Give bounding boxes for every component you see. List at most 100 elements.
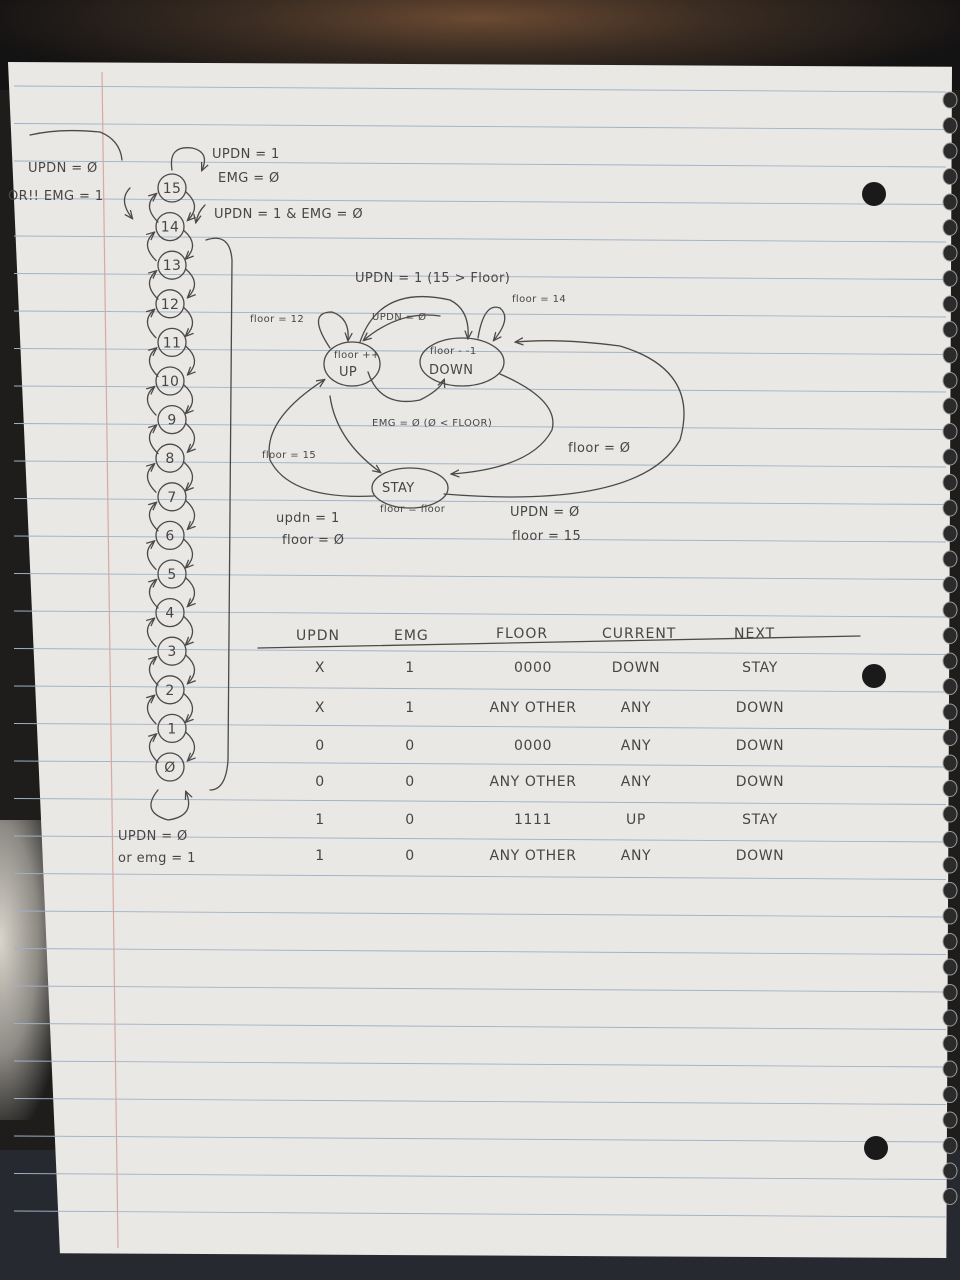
rule-line bbox=[13, 798, 947, 805]
rule-line bbox=[13, 1098, 947, 1105]
note-bottom-emg: or emg = 1 bbox=[118, 851, 196, 866]
floor-up-arrow bbox=[147, 387, 157, 416]
table-header-updn: UPDN bbox=[296, 628, 340, 644]
floor-node-label: 4 bbox=[165, 606, 174, 622]
state-up-label: UP bbox=[339, 365, 357, 380]
floor-up-arrow bbox=[147, 233, 157, 262]
floor-up-arrow bbox=[147, 541, 157, 571]
rule-line bbox=[13, 910, 947, 918]
table-cell: 1 bbox=[405, 700, 415, 716]
table-cell: ANY bbox=[621, 848, 651, 864]
spiral-coil bbox=[942, 984, 958, 1001]
spiral-coil bbox=[942, 142, 958, 160]
floor-up-arrow bbox=[149, 503, 159, 532]
table-cell: 0 bbox=[405, 812, 415, 828]
spiral-coil bbox=[942, 754, 958, 772]
floor-node-label: 13 bbox=[163, 258, 182, 274]
table-cell: ANY bbox=[621, 774, 651, 790]
rule-line bbox=[13, 423, 947, 430]
transition-up-down-bottom bbox=[367, 371, 444, 403]
spiral-coil bbox=[942, 244, 958, 262]
floor-node bbox=[155, 443, 185, 473]
floor-node bbox=[157, 327, 187, 358]
table-cell: DOWN bbox=[736, 700, 785, 716]
transition-up-self-label: floor = 12 bbox=[250, 314, 304, 325]
spiral-coil bbox=[942, 958, 958, 976]
floor-up-arrow bbox=[149, 348, 159, 378]
table-header-rule bbox=[257, 635, 861, 649]
transition-top-label: UPDN = 1 (15 > Floor) bbox=[355, 271, 510, 286]
spiral-coil bbox=[942, 601, 958, 619]
spiral-coil bbox=[942, 550, 958, 568]
rule-line bbox=[13, 1135, 947, 1143]
transition-stay-down-line2: floor = 15 bbox=[512, 529, 581, 544]
floor-node-label: 14 bbox=[161, 220, 180, 236]
spiral-coil bbox=[942, 907, 958, 925]
spiral-coil bbox=[942, 1188, 958, 1205]
table-cell: 0 bbox=[405, 848, 415, 864]
spiral-coil bbox=[942, 1137, 958, 1154]
arrow-15-to-14 bbox=[196, 204, 206, 222]
floor-node bbox=[155, 597, 185, 628]
rule-line bbox=[13, 85, 947, 93]
loop-arrow-zero bbox=[150, 789, 189, 821]
state-up-sublabel: floor ++ bbox=[334, 350, 380, 361]
table-cell: ANY bbox=[621, 700, 651, 716]
spiral-coil bbox=[942, 805, 958, 823]
rule-line bbox=[13, 723, 947, 730]
floor-node bbox=[155, 520, 185, 551]
table-cell: ANY OTHER bbox=[489, 700, 576, 716]
binder-hole bbox=[862, 182, 886, 206]
floor-down-arrow bbox=[183, 461, 193, 490]
spiral-coil bbox=[942, 91, 958, 109]
floor-down-arrow bbox=[185, 422, 195, 452]
table-header-emg: EMG bbox=[394, 628, 429, 644]
rule-line bbox=[13, 1173, 947, 1180]
floor-node bbox=[155, 289, 185, 319]
rule-line bbox=[13, 610, 947, 618]
state-stay bbox=[371, 467, 449, 509]
floor-down-arrow bbox=[183, 615, 193, 645]
rule-line bbox=[13, 1060, 947, 1068]
spiral-coil bbox=[942, 1009, 958, 1027]
transition-floor-zero-label: floor = Ø bbox=[568, 441, 630, 456]
transition-down-self-label: floor = 14 bbox=[512, 294, 566, 305]
spiral-coil bbox=[942, 1035, 958, 1052]
floor-node bbox=[155, 752, 185, 782]
floor-node-label: 8 bbox=[165, 451, 174, 467]
note-or-emg: OR!! EMG = 1 bbox=[8, 189, 104, 204]
rule-line bbox=[13, 873, 947, 880]
transition-up-stay-label: floor = 15 bbox=[262, 450, 316, 461]
floor-node bbox=[157, 173, 187, 203]
transition-down-stay bbox=[452, 373, 554, 474]
spiral-coil bbox=[942, 933, 958, 950]
binder-hole bbox=[864, 1136, 888, 1160]
floor-down-arrow bbox=[183, 384, 193, 413]
spiral-coil bbox=[942, 627, 958, 644]
floor-down-arrow bbox=[185, 268, 195, 297]
floor-node-label: 10 bbox=[161, 374, 180, 390]
rule-line bbox=[13, 385, 947, 393]
spiral-coil bbox=[942, 1162, 958, 1180]
spiral-coil bbox=[942, 168, 958, 185]
floor-node bbox=[157, 250, 187, 280]
floor-node bbox=[157, 559, 187, 589]
table-cell: ANY OTHER bbox=[489, 774, 576, 790]
floor-node bbox=[155, 675, 185, 705]
table-cell: 1111 bbox=[514, 812, 552, 828]
rule-line bbox=[13, 460, 947, 468]
spiral-coil bbox=[942, 499, 958, 517]
table-cell: 0000 bbox=[514, 660, 552, 676]
table-cell: 0000 bbox=[514, 738, 552, 754]
spiral-coil bbox=[942, 652, 958, 670]
floor-node-label: 7 bbox=[167, 490, 176, 506]
floor-up-arrow bbox=[149, 271, 159, 300]
spiral-coil bbox=[942, 295, 958, 313]
transition-up-self bbox=[317, 311, 348, 349]
rule-line bbox=[13, 1210, 947, 1218]
rule-line bbox=[13, 985, 947, 993]
floor-down-arrow bbox=[183, 229, 193, 259]
